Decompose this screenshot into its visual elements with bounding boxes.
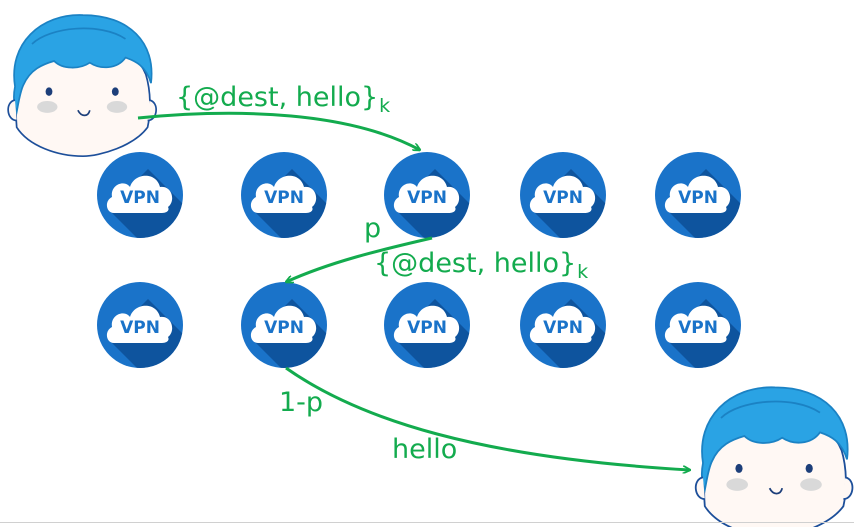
arrow-node-to-node bbox=[286, 236, 433, 282]
message-label-top: {@dest, hello}k bbox=[176, 84, 390, 116]
sender-avatar-icon bbox=[7, 14, 158, 158]
arrow-node-to-receiver bbox=[285, 366, 690, 470]
vpn-node-icon bbox=[97, 282, 210, 401]
receiver-avatar-icon bbox=[694, 386, 854, 527]
plaintext-label: hello bbox=[392, 434, 458, 465]
message-key-subscript: k bbox=[379, 95, 391, 117]
message-key-subscript: k bbox=[577, 261, 589, 283]
vpn-node-icon bbox=[655, 152, 768, 271]
vpn-node-icon bbox=[384, 282, 497, 401]
message-label-middle: {@dest, hello}k bbox=[374, 250, 588, 282]
arrow-sender-to-node bbox=[137, 111, 420, 150]
vpn-node-icon bbox=[655, 282, 768, 401]
probability-forward-label: p bbox=[364, 213, 382, 244]
divider bbox=[0, 522, 854, 523]
vpn-node-icon bbox=[241, 282, 354, 401]
vpn-node-icon bbox=[241, 152, 354, 271]
vpn-node-icon bbox=[520, 282, 633, 401]
probability-exit-label: 1-p bbox=[279, 387, 324, 418]
vpn-node-icon bbox=[97, 152, 210, 271]
message-text: {@dest, hello} bbox=[374, 248, 577, 279]
message-text: {@dest, hello} bbox=[176, 82, 379, 113]
